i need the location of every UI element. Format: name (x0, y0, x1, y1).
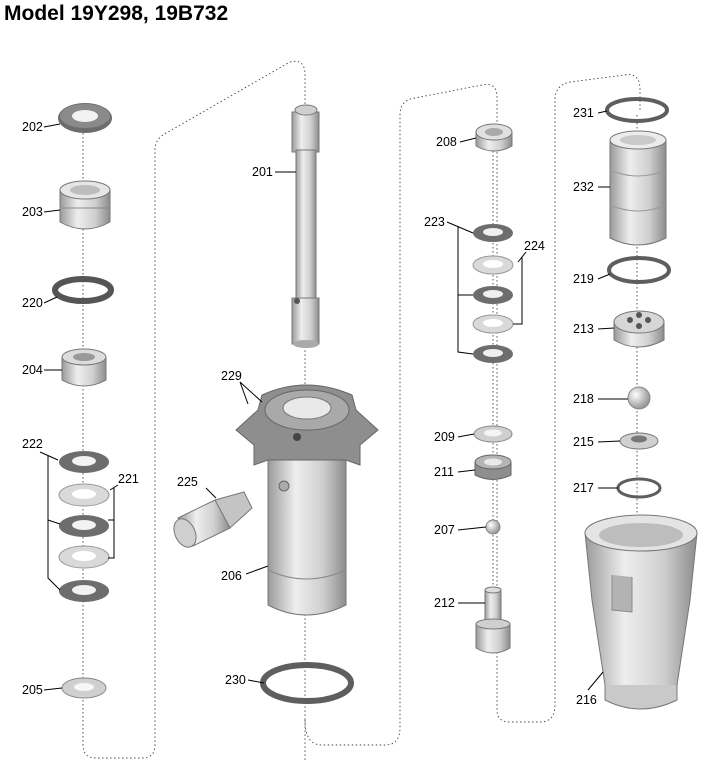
part-216-intake-housing (584, 514, 698, 710)
callout-225: 225 (177, 475, 198, 489)
part-213-intake-valve-housing (613, 310, 665, 348)
callout-206: 206 (221, 569, 242, 583)
part-208-bearing (475, 123, 513, 152)
part-217-o-ring (616, 477, 662, 499)
callout-224: 224 (524, 239, 545, 253)
part-218-ball (627, 386, 651, 410)
assembly-lines (82, 60, 641, 760)
part-231-o-ring (605, 97, 669, 123)
part-222-221-packing-stack (58, 451, 110, 602)
part-225-fitting (173, 491, 253, 548)
callout-223: 223 (424, 215, 445, 229)
callout-203: 203 (22, 205, 43, 219)
callout-204: 204 (22, 363, 43, 377)
part-215-seat (619, 432, 659, 450)
callout-222: 222 (22, 437, 43, 451)
callout-229: 229 (221, 369, 242, 383)
callout-219: 219 (573, 272, 594, 286)
part-212-piston-valve (475, 586, 511, 654)
part-230-o-ring (260, 662, 354, 704)
part-207-ball (485, 519, 501, 535)
part-201-displacement-rod (291, 104, 320, 348)
part-204-bearing (61, 348, 107, 387)
part-211-ring (474, 454, 512, 480)
callout-220: 220 (22, 296, 43, 310)
callout-201: 201 (252, 165, 273, 179)
callout-230: 230 (225, 673, 246, 687)
callout-209: 209 (434, 430, 455, 444)
callout-labels: 202 203 220 204 222 221 205 201 229 225 … (22, 106, 597, 707)
callout-213: 213 (573, 322, 594, 336)
part-220-o-ring (52, 276, 114, 304)
callout-218: 218 (573, 392, 594, 406)
callout-216: 216 (576, 693, 597, 707)
callout-215: 215 (573, 435, 594, 449)
callout-232: 232 (573, 180, 594, 194)
part-203-packing-nut (59, 180, 111, 230)
callout-205: 205 (22, 683, 43, 697)
callout-217: 217 (573, 481, 594, 495)
part-223-224-packing-stack (472, 224, 514, 363)
callout-202: 202 (22, 120, 43, 134)
part-205-washer (61, 677, 107, 699)
leader-lines (39, 110, 628, 691)
page-title: Model 19Y298, 19B732 (4, 2, 229, 25)
callout-221: 221 (118, 472, 139, 486)
callout-207: 207 (434, 523, 455, 537)
callout-208: 208 (436, 135, 457, 149)
part-219-o-ring (607, 256, 671, 284)
part-229-206-cylinder-housing (235, 384, 379, 616)
part-232-sleeve (609, 130, 667, 246)
part-202-gland-nut-seal (58, 103, 112, 133)
part-209-seal (473, 425, 513, 443)
callout-211: 211 (434, 465, 454, 479)
callout-231: 231 (573, 106, 594, 120)
callout-212: 212 (434, 596, 455, 610)
